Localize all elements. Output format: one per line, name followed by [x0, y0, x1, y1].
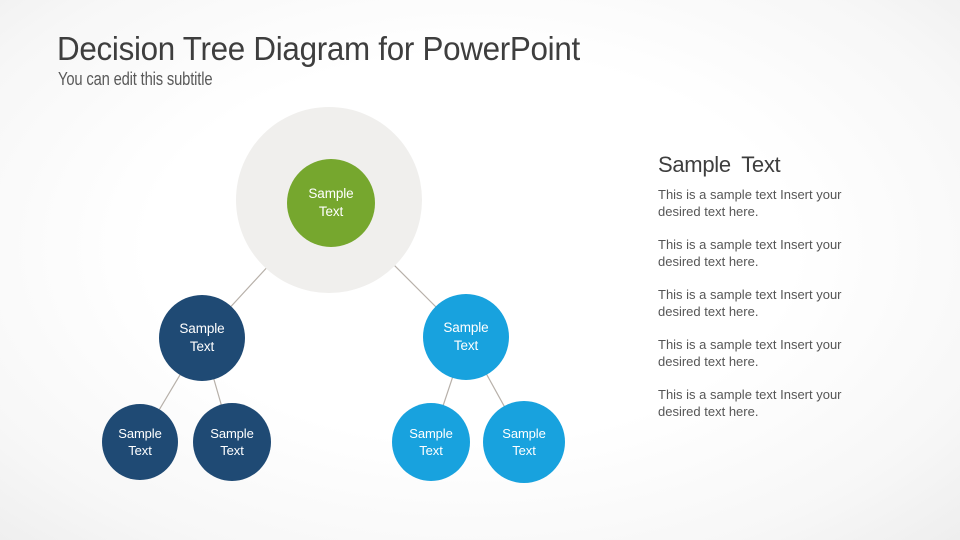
side-panel-paragraph-5: This is a sample text Insert your desire… — [658, 387, 842, 420]
left-leaf-node-2-label: Sample Text — [210, 425, 254, 458]
right-leaf-node-2-label: Sample Text — [502, 425, 546, 458]
slide-subtitle: You can edit this subtitle — [58, 69, 213, 90]
right-branch-node-label: Sample Text — [443, 320, 489, 353]
right-branch-node: Sample Text — [423, 294, 509, 380]
left-branch-node-label: Sample Text — [179, 321, 225, 354]
side-panel-paragraph-1: This is a sample text Insert your desire… — [658, 187, 842, 220]
side-panel-paragraph-3: This is a sample text Insert your desire… — [658, 287, 842, 320]
side-panel-paragraph-4: This is a sample text Insert your desire… — [658, 337, 842, 370]
left-leaf-node-2: Sample Text — [193, 403, 271, 481]
side-panel-paragraph-2: This is a sample text Insert your desire… — [658, 237, 842, 270]
right-leaf-node-1-label: Sample Text — [409, 425, 453, 458]
left-branch-node: Sample Text — [159, 295, 245, 381]
left-leaf-node-1-label: Sample Text — [118, 425, 162, 458]
root-node-label: Sample Text — [308, 186, 354, 219]
side-panel-heading: Sample Text — [658, 152, 781, 177]
slide-header: Decision Tree Diagram for PowerPoint You… — [57, 30, 607, 90]
root-node: Sample Text — [287, 159, 375, 247]
slide-title: Decision Tree Diagram for PowerPoint — [57, 30, 580, 67]
side-panel: Sample Text This is a sample text Insert… — [658, 152, 878, 436]
left-leaf-node-1: Sample Text — [102, 404, 178, 480]
right-leaf-node-1: Sample Text — [392, 403, 470, 481]
right-leaf-node-2: Sample Text — [483, 401, 565, 483]
